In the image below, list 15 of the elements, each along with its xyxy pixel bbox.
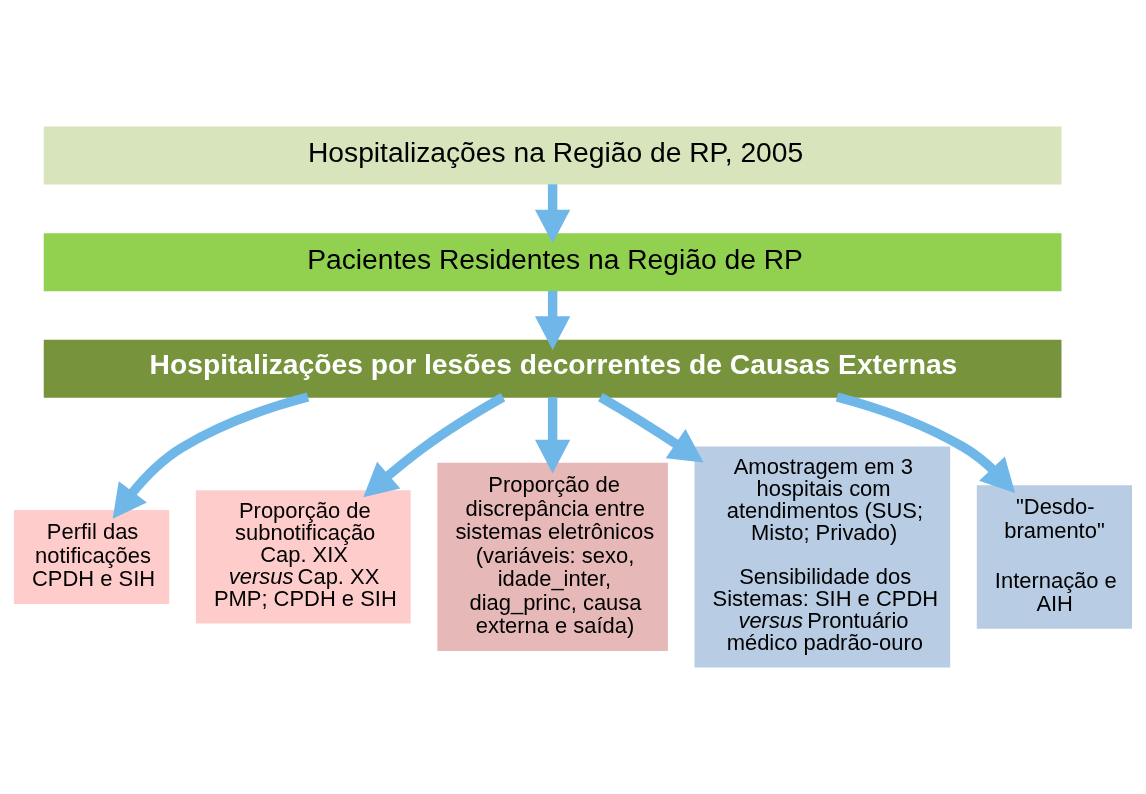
node-box: Hospitalizações por lesões decorrentes de Causas Externas — [43, 339, 1062, 398]
arrow — [534, 184, 571, 244]
node-box: Perfil das notificações CPDH e SIH — [13, 509, 170, 604]
arrow — [598, 393, 704, 463]
arrow — [835, 392, 1016, 494]
node-box: Pacientes Residentes na Região de RP — [43, 233, 1062, 292]
arrow — [112, 392, 310, 519]
arrow — [534, 397, 571, 474]
node-box: Hospitalizações na Região de RP, 2005 — [43, 126, 1062, 185]
node-box: Proporção de discrepância entre sistemas eletrônicos (variáveis: sexo, idade_inter, diag_princ, causa externa e saída) — [437, 462, 668, 652]
arrow — [363, 392, 506, 498]
node-box: Amostragem em 3 hospitais com atendimentos (SUS; Misto; Privado) Sensibilidade dos Sistemas: SIH e CPDH versus Prontuário médico padrão-ouro — [694, 446, 951, 668]
node-box: "Desdo-bramento" Internação e AIH — [976, 485, 1133, 629]
node-box: Proporção de subnotificação Cap. XIX versus Cap. XX PMP; CPDH e SIH — [195, 490, 411, 624]
arrow — [534, 290, 571, 350]
